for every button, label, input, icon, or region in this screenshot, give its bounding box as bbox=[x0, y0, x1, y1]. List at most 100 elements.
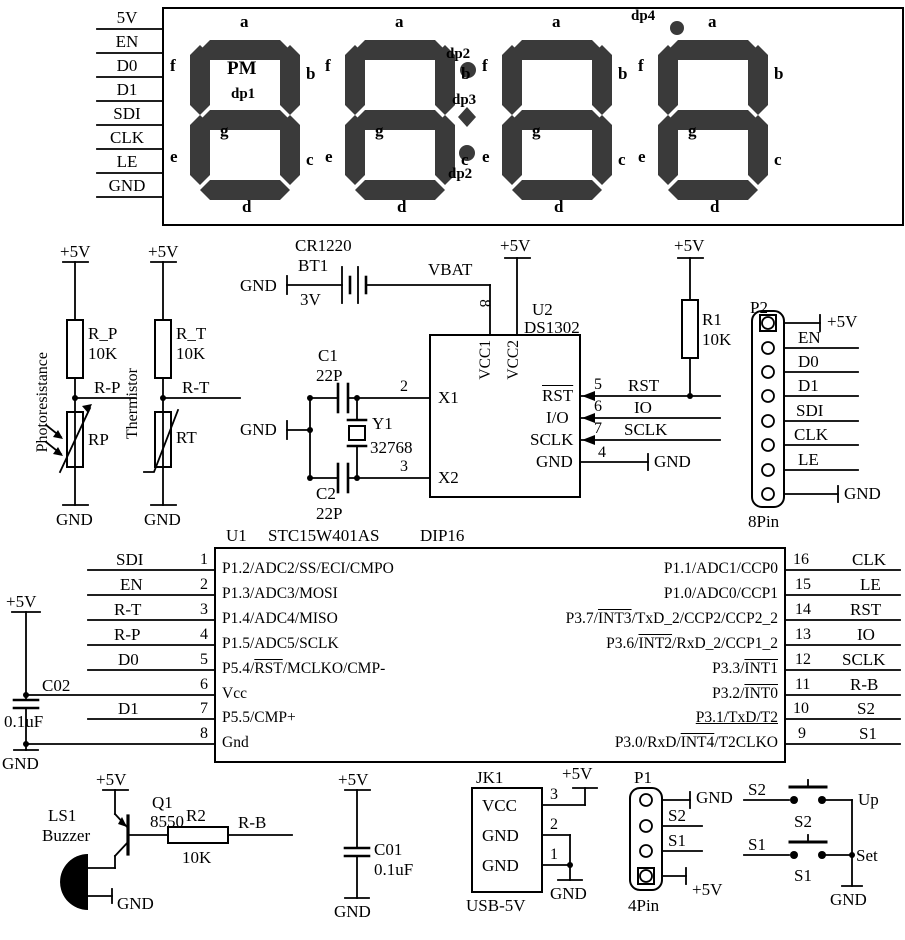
gnd-label: GND bbox=[144, 510, 181, 529]
battery-ref: BT1 bbox=[298, 256, 329, 275]
net-label-rp: R-P bbox=[114, 625, 141, 644]
mcu-ref: U1 bbox=[226, 526, 247, 545]
mcu-pin-name: P1.1/ADC1/CCP0 bbox=[663, 560, 778, 577]
chip-part-number: DS1302 bbox=[524, 318, 580, 337]
segment-label-c: c bbox=[774, 150, 782, 169]
pin-number: 4 bbox=[598, 444, 606, 461]
vcc-label: +5V bbox=[60, 242, 91, 261]
net-label-rst: RST bbox=[628, 376, 660, 395]
resistor-ref: R1 bbox=[702, 310, 722, 329]
net-label-sdi: SDI bbox=[796, 401, 824, 420]
mcu-pin-name: P1.5/ADC5/SCLK bbox=[222, 635, 339, 652]
buzzer-symbol bbox=[60, 854, 88, 910]
segment-label-g: g bbox=[532, 121, 541, 140]
c01-circuit bbox=[343, 789, 371, 899]
chip-pin-vcc2: VCC2 bbox=[505, 340, 522, 380]
net-label-d0: D0 bbox=[118, 650, 139, 669]
pin-number: 2 bbox=[400, 378, 408, 395]
chip-ref: U2 bbox=[532, 300, 553, 319]
connector-size-label: 8Pin bbox=[748, 512, 780, 531]
capacitor-ref: C01 bbox=[374, 840, 403, 859]
mcu-pin-name: P3.6/INT2/RxD_2/CCP1_2 bbox=[606, 635, 778, 652]
pin-number: 5 bbox=[200, 651, 208, 668]
segment-label-e: e bbox=[638, 147, 646, 166]
capacitor-ref: C02 bbox=[42, 676, 71, 695]
mcu-pin-name: P1.0/ADC0/CCP1 bbox=[663, 585, 778, 602]
vcc-label: +5V bbox=[338, 770, 369, 789]
vcc-label: +5V bbox=[562, 764, 593, 783]
gnd-label: GND bbox=[696, 788, 733, 807]
net-label-clk: CLK bbox=[794, 425, 828, 444]
thermistor-ref: RT bbox=[176, 428, 197, 447]
mcu-pin-name: Vcc bbox=[222, 685, 247, 702]
gnd-label: GND bbox=[117, 894, 154, 913]
resistor-symbol bbox=[154, 319, 172, 379]
rtc-circuit bbox=[286, 257, 721, 498]
net-label-vbat: VBAT bbox=[428, 260, 473, 279]
mcu-pin-name: Gnd bbox=[222, 734, 249, 751]
pin-number: 4 bbox=[200, 626, 208, 643]
gnd-label: GND bbox=[56, 510, 93, 529]
pin-number: 1 bbox=[200, 551, 208, 568]
net-label-rb: R-B bbox=[850, 675, 879, 694]
pin-number: 2 bbox=[550, 816, 558, 833]
crystal-ref: Y1 bbox=[372, 414, 393, 433]
vcc-label: +5V bbox=[692, 880, 723, 899]
resistor-value: 10K bbox=[182, 848, 212, 867]
pin-number: 16 bbox=[793, 551, 809, 568]
resistor-value: 10K bbox=[702, 330, 732, 349]
segment-label-g: g bbox=[688, 121, 697, 140]
net-label-d0: D0 bbox=[798, 352, 819, 371]
chip-pin-io: I/O bbox=[546, 408, 569, 427]
segment-label-b: b bbox=[306, 64, 316, 83]
mcu-pin-name: P3.3/INT1 bbox=[712, 660, 778, 677]
chip-pin-gnd: GND bbox=[536, 452, 573, 471]
net-label-sclk: SCLK bbox=[842, 650, 886, 669]
pin-number: 8 bbox=[200, 725, 208, 742]
vcc-label: +5V bbox=[827, 312, 858, 331]
pin-number: 11 bbox=[795, 676, 811, 693]
usb-connector-circuit bbox=[471, 787, 598, 893]
mcu-pin-name: P3.0/RxD/INT4/T2CLKO bbox=[614, 734, 778, 751]
net-label-d1: D1 bbox=[118, 699, 139, 718]
segment-label-a: a bbox=[395, 12, 404, 31]
transistor-ref: Q1 bbox=[152, 793, 173, 812]
mcu-circuit bbox=[11, 547, 901, 763]
resistor-symbol bbox=[66, 319, 84, 379]
mcu-pin-name: P3.1/TxD/T2 bbox=[695, 709, 778, 726]
capacitor-ref: C2 bbox=[316, 484, 336, 503]
gnd-label: GND bbox=[830, 890, 867, 909]
buzzer-name: Buzzer bbox=[42, 826, 91, 845]
segment-label-c: c bbox=[461, 150, 469, 169]
net-label-le: LE bbox=[798, 450, 819, 469]
usb-caption: USB-5V bbox=[466, 896, 526, 915]
segment-label-d: d bbox=[242, 197, 252, 216]
buzzer-circuit bbox=[60, 789, 293, 910]
gnd-label: GND bbox=[654, 452, 691, 471]
gnd-label: GND bbox=[240, 276, 277, 295]
pin-number: 15 bbox=[795, 576, 811, 593]
connector-ref: P1 bbox=[634, 768, 652, 787]
connector-pin-vcc: VCC bbox=[482, 796, 517, 815]
pm-indicator-label: PM bbox=[227, 58, 257, 79]
pin-number: 9 bbox=[798, 725, 806, 742]
segment-label-f: f bbox=[638, 56, 644, 75]
segment-label-d: d bbox=[554, 197, 564, 216]
net-label-rt: R-T bbox=[182, 378, 210, 397]
mcu-pin-name: P1.4/ADC4/MISO bbox=[222, 610, 338, 627]
pin-number: 6 bbox=[200, 676, 208, 693]
button-s1-symbol bbox=[788, 834, 828, 859]
mcu-pin-name: P5.5/CMP+ bbox=[222, 709, 296, 726]
segment-label-e: e bbox=[482, 147, 490, 166]
bus-pin-label: LE bbox=[116, 152, 138, 171]
segment-label-b: b bbox=[461, 64, 471, 83]
segment-label-f: f bbox=[170, 56, 176, 75]
segment-label-e: e bbox=[170, 147, 178, 166]
pin-number: 1 bbox=[550, 846, 558, 863]
vcc-label: +5V bbox=[674, 236, 705, 255]
mcu-pin-name: P3.7/INT3/TxD_2/CCP2/CCP2_2 bbox=[565, 610, 778, 627]
crystal-symbol bbox=[346, 397, 368, 479]
bus-pin-label: CLK bbox=[110, 128, 144, 147]
segment-label-d: d bbox=[397, 197, 407, 216]
net-label-s2: S2 bbox=[668, 806, 686, 825]
